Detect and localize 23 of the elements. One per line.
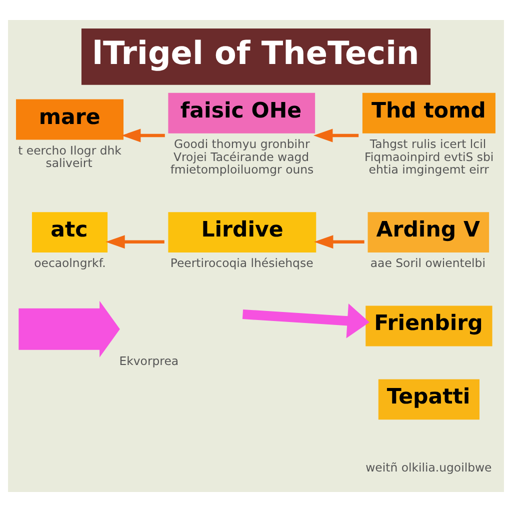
arrow [242,304,370,338]
node-label: Ekvorprea [119,354,179,368]
node-box: mare [16,99,124,140]
node-label: Peertirocoqia lhésiehqse [170,256,314,270]
node-label: t eercho Ilogr dhk saliveirt [18,143,122,170]
node-box: Frienbirg [366,306,492,346]
node-label: oecaolngrkf. [34,256,106,270]
node-box: Lirdive [168,212,316,253]
node-label: Tahgst rulis icert lcil Fiqmaoinpird evtiS sbi ehtia imgingemt eirr [364,137,494,177]
label: weitñ olkilia.ugoilbwe [366,460,492,475]
node-box: Tepatti [378,379,480,420]
node-box: Arding V [368,212,490,253]
node-box: atc [32,212,108,253]
node-box: faisic OHe [168,92,316,134]
arrow [121,128,165,142]
arrow [106,235,164,249]
arrow [314,235,364,249]
node-label: aae Soril owientelbi [370,256,486,270]
diagram-title: lTrigel of TheTecin [92,34,420,72]
node-label: Goodi thomyu gronbihr Vrojei Tacéirande wagd fmietomploiluomgr ouns [170,137,314,177]
node-box: Thd tomd [362,92,496,134]
arrow [314,128,359,142]
node-arrow [18,300,120,358]
